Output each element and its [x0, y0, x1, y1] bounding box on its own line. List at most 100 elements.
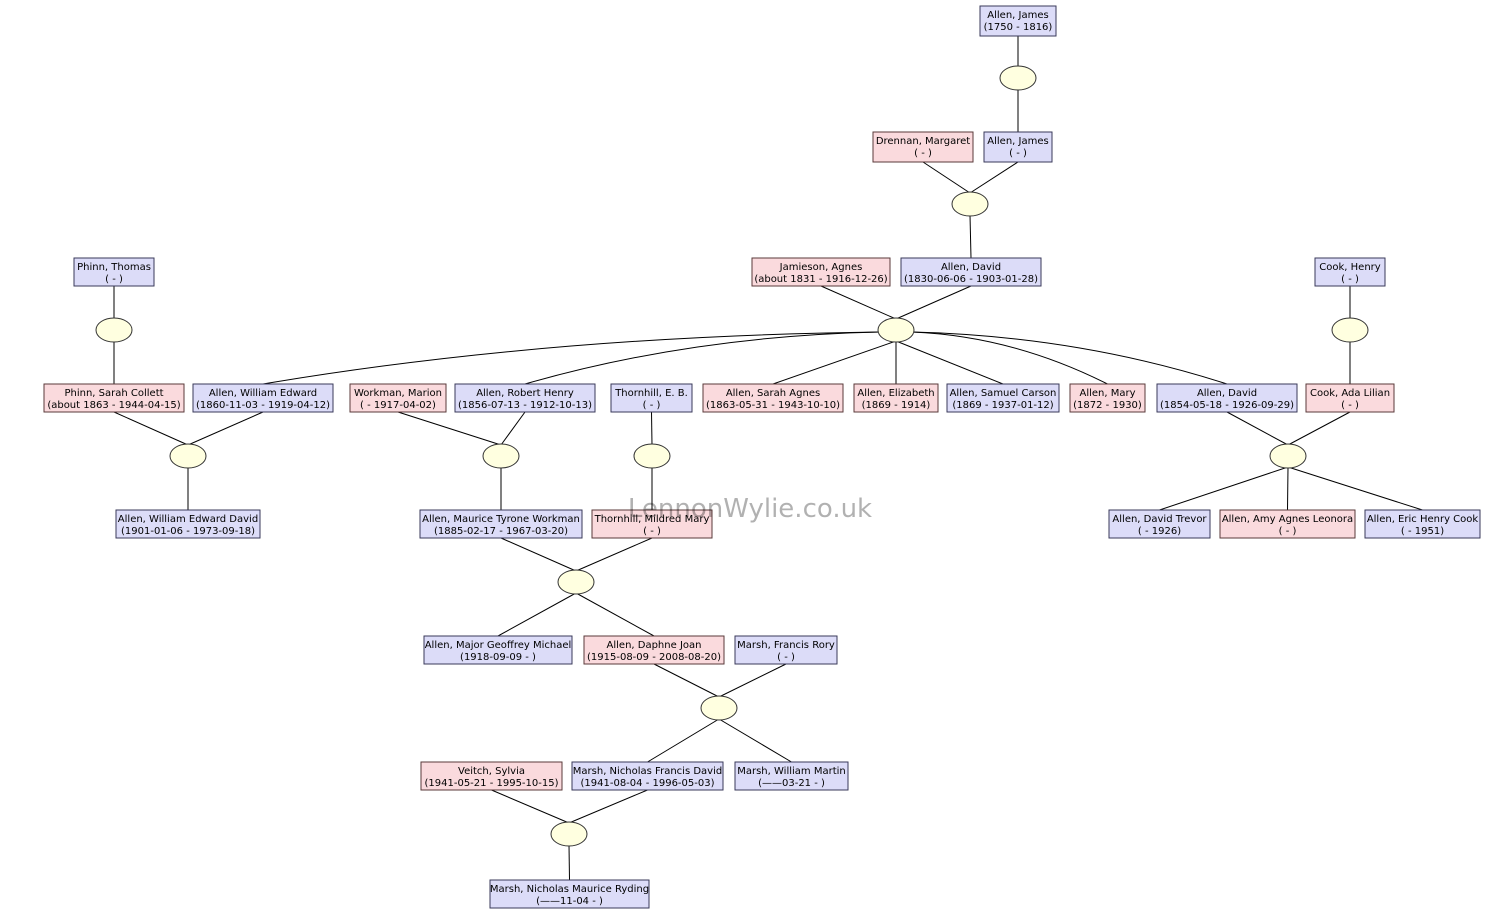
- person-node[interactable]: Drennan, Margaret( - ): [872, 131, 974, 163]
- person-name: Jamieson, Agnes: [779, 262, 863, 273]
- family-node[interactable]: [557, 569, 595, 595]
- person-node[interactable]: Thornhill, Mildred Mary( - ): [591, 509, 713, 539]
- family-node[interactable]: [999, 65, 1037, 91]
- person-node[interactable]: Allen, Daphne Joan(1915-08-09 - 2008-08-…: [583, 635, 725, 665]
- family-node[interactable]: [633, 443, 671, 469]
- family-ellipse: [550, 821, 588, 847]
- person-dates: (1830-06-06 - 1903-01-28): [904, 274, 1038, 285]
- family-node[interactable]: [951, 191, 989, 217]
- person-box: [1108, 509, 1211, 539]
- family-node[interactable]: [1269, 443, 1307, 469]
- person-node[interactable]: Allen, David(1830-06-06 - 1903-01-28): [900, 257, 1042, 287]
- person-node[interactable]: Marsh, Francis Rory( - ): [734, 635, 838, 665]
- person-name: Phinn, Sarah Collett: [64, 388, 163, 399]
- person-dates: ( - 1951): [1401, 526, 1444, 537]
- person-node[interactable]: Allen, Elizabeth(1869 - 1914): [853, 383, 939, 413]
- edge-family-to-child: [524, 331, 881, 385]
- person-node[interactable]: Marsh, Nicholas Maurice Ryding(——11-04 -…: [489, 879, 650, 909]
- person-name: Allen, Major Geoffrey Michael: [425, 640, 572, 651]
- person-node[interactable]: Allen, James( - ): [983, 131, 1053, 163]
- family-node[interactable]: [877, 317, 915, 343]
- person-name: Allen, David: [941, 262, 1001, 273]
- edge-parent-to-family: [922, 161, 971, 194]
- person-name: Marsh, Francis Rory: [737, 640, 835, 651]
- family-node[interactable]: [169, 443, 207, 469]
- edge-parent-to-family: [651, 411, 653, 446]
- edges-layer: [113, 36, 1423, 881]
- person-name: Allen, William Edward: [209, 388, 317, 399]
- person-name: Allen, Mary: [1079, 388, 1135, 399]
- edge-parent-to-family: [187, 411, 264, 446]
- person-dates: (1901-01-06 - 1973-09-18): [121, 526, 255, 537]
- family-node[interactable]: [1331, 317, 1369, 343]
- person-box: [751, 257, 891, 287]
- person-box: [73, 257, 155, 287]
- person-box: [192, 383, 334, 413]
- person-dates: ( - ): [777, 652, 795, 663]
- family-node[interactable]: [482, 443, 520, 469]
- person-name: Allen, Samuel Carson: [950, 388, 1057, 399]
- person-name: Phinn, Thomas: [77, 262, 151, 273]
- edge-parent-to-family: [895, 285, 972, 320]
- person-node[interactable]: Allen, Robert Henry(1856-07-13 - 1912-10…: [454, 383, 596, 413]
- person-dates: (1750 - 1816): [984, 22, 1053, 33]
- family-node[interactable]: [95, 317, 133, 343]
- person-node[interactable]: Phinn, Thomas( - ): [73, 257, 155, 287]
- person-box: [979, 5, 1057, 37]
- person-node[interactable]: Thornhill, E. B.( - ): [610, 383, 693, 413]
- person-node[interactable]: Allen, William Edward(1860-11-03 - 1919-…: [192, 383, 334, 413]
- edge-parent-to-family: [113, 411, 189, 446]
- person-box: [734, 635, 838, 665]
- person-name: Drennan, Margaret: [876, 136, 970, 147]
- edge-parent-to-family: [500, 537, 577, 572]
- edge-family-to-child: [911, 331, 1108, 385]
- person-box: [1069, 383, 1146, 413]
- person-node[interactable]: Workman, Marion( - 1917-04-02): [349, 383, 447, 413]
- person-node[interactable]: Cook, Henry( - ): [1314, 257, 1386, 287]
- person-node[interactable]: Allen, Amy Agnes Leonora( - ): [1219, 509, 1356, 539]
- person-name: Marsh, William Martin: [737, 766, 846, 777]
- person-dates: (about 1831 - 1916-12-26): [754, 274, 887, 285]
- family-node[interactable]: [700, 695, 738, 721]
- person-node[interactable]: Allen, Major Geoffrey Michael(1918-09-09…: [423, 635, 573, 665]
- edge-family-to-child: [718, 718, 792, 763]
- person-dates: ( - 1926): [1138, 526, 1181, 537]
- person-name: Cook, Ada Lilian: [1310, 388, 1390, 399]
- person-name: Allen, Maurice Tyrone Workman: [422, 514, 580, 525]
- person-dates: (1869 - 1937-01-12): [952, 400, 1053, 411]
- person-node[interactable]: Marsh, Nicholas Francis David(1941-08-04…: [571, 761, 724, 791]
- person-node[interactable]: Allen, Mary(1872 - 1930): [1069, 383, 1146, 413]
- family-ellipse: [482, 443, 520, 469]
- person-name: Marsh, Nicholas Francis David: [573, 766, 722, 777]
- person-box: [734, 761, 849, 791]
- person-dates: ( - ): [105, 274, 123, 285]
- person-box: [43, 383, 185, 413]
- person-node[interactable]: Allen, David(1854-05-18 - 1926-09-29): [1156, 383, 1298, 413]
- person-node[interactable]: Cook, Ada Lilian( - ): [1305, 383, 1395, 413]
- person-node[interactable]: Allen, Sarah Agnes(1863-05-31 - 1943-10-…: [702, 383, 844, 413]
- person-node[interactable]: Allen, Eric Henry Cook( - 1951): [1364, 509, 1481, 539]
- person-name: Veitch, Sylvia: [458, 766, 525, 777]
- person-node[interactable]: Allen, David Trevor( - 1926): [1108, 509, 1211, 539]
- person-name: Allen, Daphne Joan: [607, 640, 702, 651]
- family-node[interactable]: [550, 821, 588, 847]
- person-box: [1305, 383, 1395, 413]
- person-node[interactable]: Marsh, William Martin(——03-21 - ): [734, 761, 849, 791]
- person-node[interactable]: Allen, William Edward David(1901-01-06 -…: [115, 509, 261, 539]
- person-node[interactable]: Jamieson, Agnes(about 1831 - 1916-12-26): [751, 257, 891, 287]
- person-node[interactable]: Allen, James(1750 - 1816): [979, 5, 1057, 37]
- edge-family-to-child: [772, 340, 897, 385]
- family-ellipse: [1269, 443, 1307, 469]
- person-node[interactable]: Allen, Samuel Carson(1869 - 1937-01-12): [946, 383, 1060, 413]
- edge-family-to-child: [895, 340, 1004, 385]
- person-dates: ( - 1917-04-02): [360, 400, 436, 411]
- person-dates: (1856-07-13 - 1912-10-13): [458, 400, 592, 411]
- person-box: [702, 383, 844, 413]
- person-node[interactable]: Phinn, Sarah Collett(about 1863 - 1944-0…: [43, 383, 185, 413]
- person-box: [610, 383, 693, 413]
- person-node[interactable]: Veitch, Sylvia(1941-05-21 - 1995-10-15): [420, 761, 563, 791]
- person-dates: (——11-04 - ): [536, 896, 603, 907]
- person-node[interactable]: Allen, Maurice Tyrone Workman(1885-02-17…: [419, 509, 583, 539]
- person-dates: (about 1863 - 1944-04-15): [47, 400, 180, 411]
